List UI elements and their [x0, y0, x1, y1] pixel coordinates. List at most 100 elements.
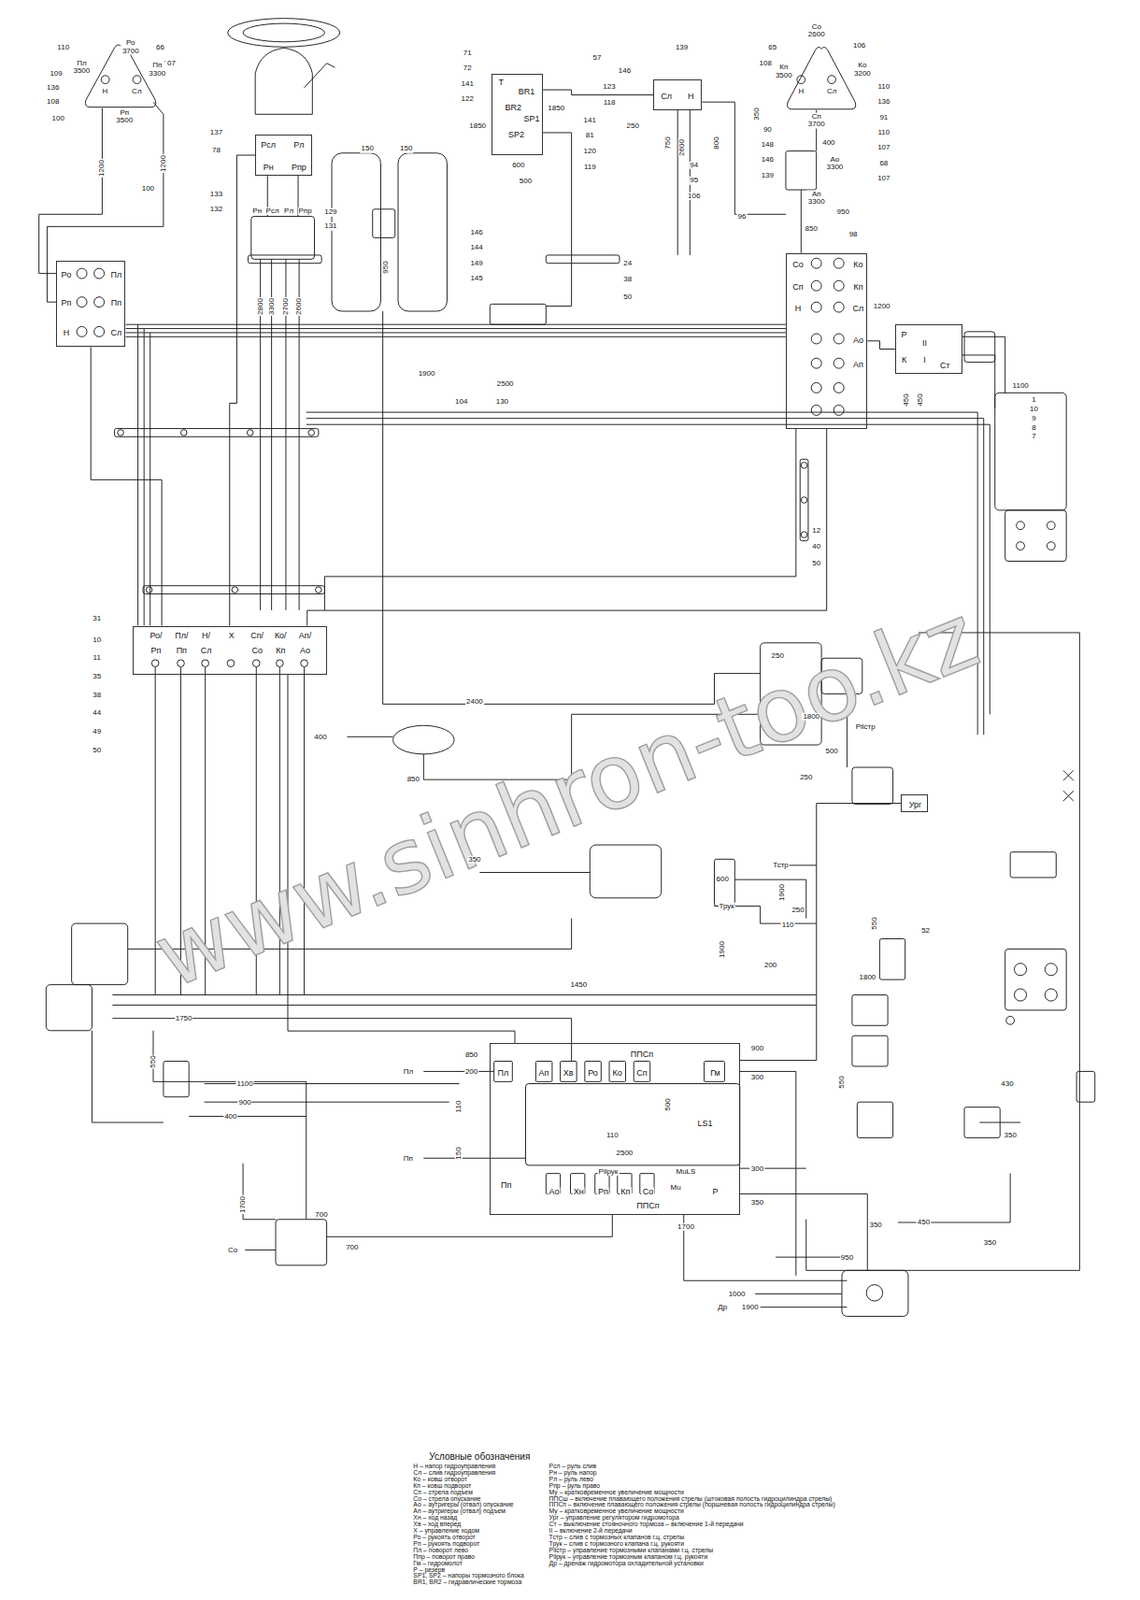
steering-wheel: [242, 23, 325, 43]
valve-body: [964, 1107, 1000, 1139]
port: [833, 280, 844, 291]
pilot-hose: [740, 1193, 868, 1270]
callout-label: 2500: [496, 379, 515, 387]
callout-label: 137: [209, 128, 224, 137]
gearbox-flange: [1005, 510, 1068, 562]
callout-label: Пп 3300: [146, 61, 168, 78]
port: [811, 280, 822, 291]
legend-entry: II – включение 2-й передачи: [549, 1527, 836, 1535]
port-label: Ко: [852, 259, 864, 269]
hose-clamp: [142, 585, 325, 595]
solenoid-valve: РIIКIСт: [895, 324, 963, 373]
pilot-block: [45, 984, 92, 1031]
callout-label: 900: [750, 1043, 765, 1052]
clamp-bolt: [800, 497, 808, 504]
callout-label: 31: [91, 614, 102, 623]
port: [201, 659, 210, 668]
pilot-hose: [897, 1173, 1011, 1223]
port-label: ППСп: [629, 1050, 655, 1059]
port: [811, 404, 822, 415]
callout-label: 120: [583, 146, 598, 155]
legend-entry: Сл – слив гидроуправления: [413, 1469, 525, 1477]
port-label: Со: [641, 1186, 656, 1196]
dimension-label: 500: [664, 1097, 672, 1112]
callout-label: 400: [223, 1112, 238, 1121]
callout-label: 250: [625, 122, 640, 130]
illustration-group: [39, 18, 1096, 1317]
legend-entry: Н – напор гидроуправления: [413, 1463, 525, 1470]
callout-label: 150: [360, 144, 375, 153]
port-label: Н: [686, 91, 696, 100]
pilot-hose: [137, 324, 139, 626]
valve-cap: [494, 1061, 513, 1083]
dimension-label: 350: [753, 107, 761, 122]
legend-entry: ППСш – включение плавающего положения ст…: [549, 1496, 836, 1503]
callout-label: 50: [811, 559, 822, 568]
legend-entry: Ст – выключение стояночного тормоза – вк…: [549, 1521, 836, 1528]
callout-label: 131: [323, 222, 338, 230]
clamp-bolt: [231, 586, 239, 594]
hydraulic-motor: [589, 844, 661, 898]
callout-label: 1450: [569, 981, 588, 989]
clamp-bolt: [117, 429, 125, 437]
callout-label: 350: [467, 855, 482, 863]
port: [811, 301, 822, 313]
legend-entry: Рпр – руль право: [549, 1482, 836, 1490]
port-label: T: [497, 78, 505, 87]
port-label: Ао: [852, 335, 865, 344]
pilot-hose: [755, 1293, 842, 1295]
callout-label: 700: [344, 1242, 359, 1251]
port-label: Рн: [262, 163, 275, 172]
callout-label: 1900: [741, 1303, 760, 1311]
pilot-hose: [701, 101, 786, 214]
pilot-hose: [542, 132, 572, 307]
pilot-hose: [112, 994, 816, 996]
legend-entry: Рл – руль лево: [549, 1476, 836, 1483]
valve-cap: [609, 1061, 626, 1083]
callout-label: 2500: [615, 1149, 635, 1157]
callout-label: Рн: [251, 207, 263, 215]
dimension-label: 450: [902, 392, 911, 407]
port-label: Сп: [635, 1068, 648, 1077]
pilot-hose: [327, 1213, 613, 1237]
steering-lever: [304, 63, 336, 88]
callout-label: 65: [767, 43, 778, 52]
port-label: Ург: [908, 799, 924, 809]
callout-label: 150: [399, 144, 414, 153]
callout-label: Pilрук: [598, 1168, 620, 1176]
port: [276, 659, 285, 668]
pilot-hose: [112, 1004, 816, 1006]
callout-label: 38: [622, 275, 633, 284]
legend-entry: Трук – слив с тормозного клапана г.ц. ру…: [549, 1540, 836, 1548]
pilot-hose: [153, 1030, 307, 1220]
flange-hole: [1046, 521, 1055, 530]
steering-column: [255, 47, 313, 114]
legend-entry: Кп – ковш подворот: [413, 1482, 525, 1490]
legend-entry: Хв – ход вперед: [413, 1521, 525, 1528]
legend-entry: Х – управление ходом: [413, 1527, 525, 1535]
port-label: Пл: [110, 270, 124, 279]
tank-port: [1013, 963, 1026, 976]
legend-column: Н – напор гидроуправленияСл – слив гидро…: [413, 1463, 525, 1586]
pilot-hose: [46, 101, 163, 302]
valve-body: [852, 1035, 888, 1067]
callout-label: 1000: [727, 1290, 747, 1298]
distributor-body: [526, 1083, 741, 1166]
legend-column: Рсл – руль сливРн – руль напорРл – руль …: [549, 1463, 836, 1568]
legend-entry: Рсл – руль слив: [549, 1463, 836, 1470]
callout-label: 700: [313, 1211, 328, 1219]
legend-heading: Условные обозначения: [427, 1451, 531, 1462]
clamp-bolt: [246, 429, 254, 437]
legend-entry: Сп – стрела подъем: [413, 1489, 525, 1497]
hydraulic-line: [867, 341, 895, 350]
legend-entry: Тстр – слив с тормозных клапанов г.ц. ст…: [549, 1534, 836, 1541]
legend-entry: Ппр – поворот право: [413, 1553, 525, 1561]
callout-label: 110: [56, 43, 71, 52]
callout-label: 133: [209, 189, 224, 198]
pilot-hose: [112, 1018, 571, 1062]
pilot-hose: [383, 311, 761, 704]
legend-entry: Ург – управление регулятором гидромотора: [549, 1514, 836, 1522]
callout-label: 10: [1028, 405, 1040, 414]
callout-label: 11: [92, 654, 102, 662]
port-label: Сп: [791, 282, 804, 291]
